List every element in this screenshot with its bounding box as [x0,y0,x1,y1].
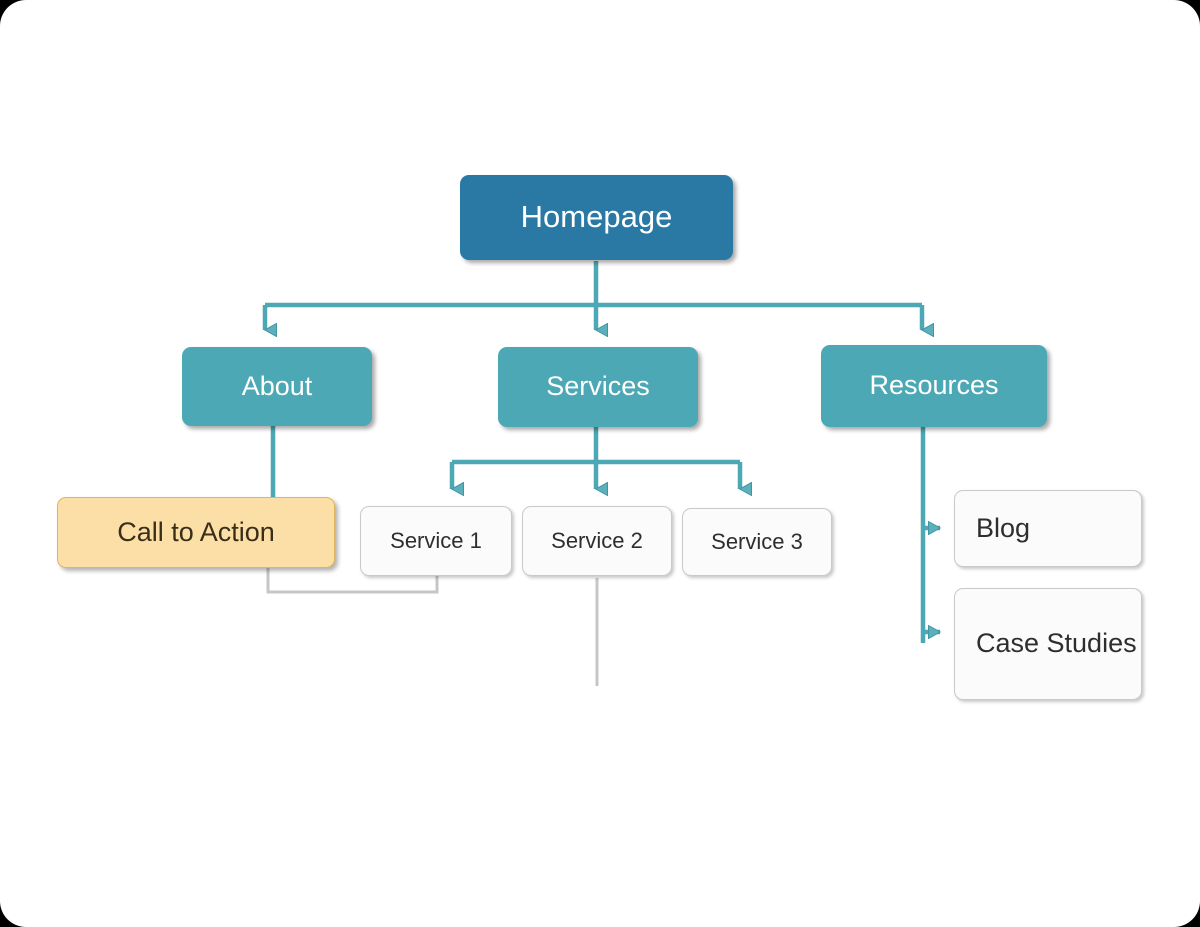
node-call-to-action-label: Call to Action [117,516,275,547]
node-about-label: About [241,370,313,401]
node-service-1-label: Service 1 [390,528,482,554]
node-services[interactable]: Services [498,347,698,427]
node-service-1[interactable]: Service 1 [360,506,512,576]
node-homepage[interactable]: Homepage [460,175,733,260]
node-resources[interactable]: Resources [821,345,1047,427]
node-case-studies[interactable]: Case Studies [954,588,1142,700]
edge-cta-loopback [266,568,439,594]
node-blog[interactable]: Blog [954,490,1142,567]
node-blog-label: Blog [976,512,1031,543]
node-service-3[interactable]: Service 3 [682,508,832,576]
node-homepage-label: Homepage [520,199,673,235]
node-resources-label: Resources [869,370,999,401]
node-service-3-label: Service 3 [711,529,803,555]
node-about[interactable]: About [182,347,372,426]
node-services-label: Services [546,371,650,402]
node-service-2-label: Service 2 [551,528,643,554]
node-call-to-action[interactable]: Call to Action [57,497,335,568]
node-service-2[interactable]: Service 2 [522,506,672,576]
node-case-studies-label: Case Studies [976,628,1137,659]
